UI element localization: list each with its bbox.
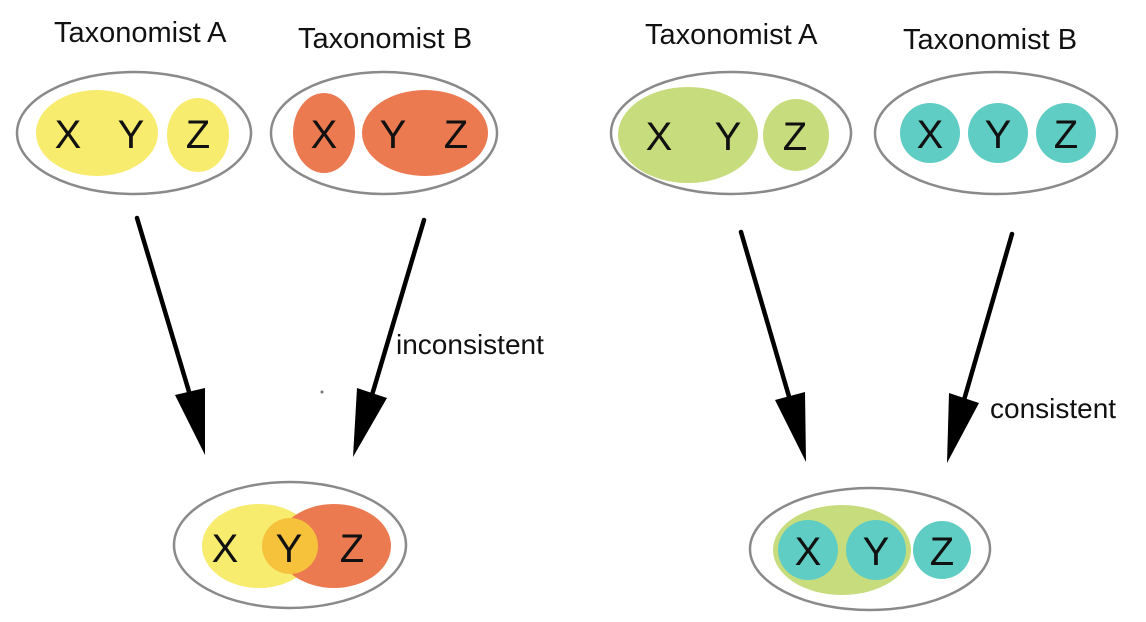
right-result-x-region: [778, 520, 838, 580]
left-panel: Taxonomist A Taxonomist B X Y Z X Y Z: [15, 17, 544, 610]
left-b-yz-region: [362, 90, 488, 176]
left-b-letter-y: Y: [380, 113, 407, 157]
right-result-y-region: [846, 520, 906, 580]
stray-dot: [320, 390, 324, 394]
right-result-letter-y: Y: [863, 530, 890, 574]
left-arrow-b: [353, 217, 427, 457]
right-result-z-region: [913, 521, 971, 579]
left-arrow-a: [134, 215, 205, 455]
right-b-letter-z: Z: [1054, 113, 1078, 157]
left-result-letter-x: X: [212, 527, 239, 571]
left-result-box: X Y Z: [172, 480, 408, 610]
right-a-z-region: [763, 99, 829, 171]
right-panel: Taxonomist A Taxonomist B X Y Z X Y Z: [609, 19, 1119, 612]
right-label-taxonomist-b: Taxonomist B: [903, 24, 1077, 56]
right-taxonomist-b-box: X Y Z: [873, 70, 1119, 196]
right-arrow-b: [947, 231, 1015, 463]
right-arrow-a-head: [775, 392, 806, 462]
right-result-letter-z: Z: [930, 530, 954, 574]
right-a-letter-z: Z: [783, 115, 807, 159]
right-b-letter-y: Y: [985, 113, 1012, 157]
right-b-z-region: [1036, 103, 1096, 163]
left-b-letter-x: X: [311, 113, 338, 157]
left-a-xy-region: [36, 90, 158, 176]
left-arrow-b-head: [353, 388, 387, 457]
right-arrow-a: [738, 229, 806, 462]
left-taxonomist-a-box: X Y Z: [15, 70, 253, 196]
left-arrow-a-head: [175, 388, 205, 455]
right-relation-label: consistent: [990, 393, 1116, 424]
left-result-overlap-region: [262, 518, 318, 574]
left-b-letter-z: Z: [444, 113, 468, 157]
right-a-letter-y: Y: [715, 115, 742, 159]
right-result-letter-x: X: [795, 530, 822, 574]
left-result-letter-z: Z: [340, 527, 364, 571]
left-label-taxonomist-b: Taxonomist B: [298, 23, 472, 55]
right-a-xy-region: [618, 87, 758, 183]
right-arrow-b-head: [947, 393, 979, 463]
right-b-letter-x: X: [917, 113, 944, 157]
right-b-x-region: [900, 103, 960, 163]
right-label-taxonomist-a: Taxonomist A: [645, 19, 818, 51]
right-taxonomist-a-box: X Y Z: [609, 70, 853, 196]
left-a-letter-x: X: [55, 113, 82, 157]
left-label-taxonomist-a: Taxonomist A: [54, 17, 227, 49]
left-a-letter-y: Y: [118, 113, 145, 157]
right-b-y-region: [968, 103, 1028, 163]
left-taxonomist-b-box: X Y Z: [269, 70, 499, 196]
left-result-letter-y: Y: [276, 527, 303, 571]
left-b-x-region: [293, 93, 355, 173]
left-a-letter-z: Z: [186, 113, 210, 157]
left-a-z-region: [167, 98, 229, 172]
left-relation-label: inconsistent: [396, 329, 544, 360]
right-a-letter-x: X: [646, 115, 673, 159]
right-result-box: X Y Z: [748, 486, 992, 612]
